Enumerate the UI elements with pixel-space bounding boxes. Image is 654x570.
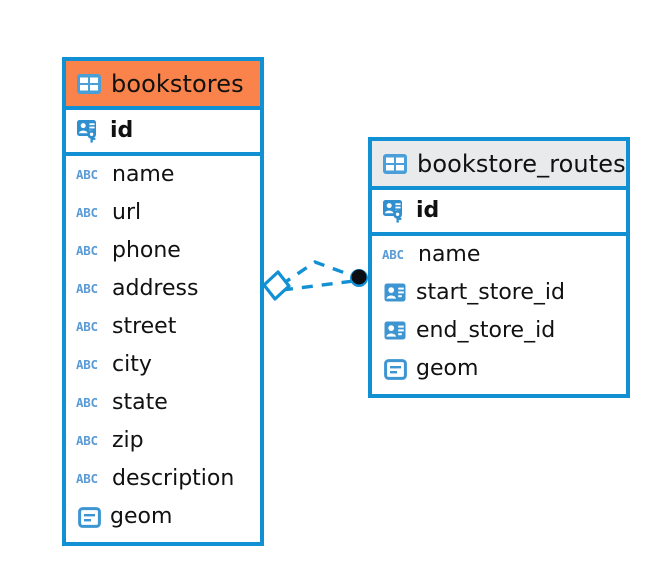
dot-marker bbox=[350, 269, 368, 287]
field-label: phone bbox=[112, 238, 181, 263]
header-divider bbox=[66, 106, 260, 110]
field-row-bookstores-id[interactable]: id bbox=[66, 110, 260, 152]
table-icon bbox=[382, 152, 408, 176]
abc-icon: ABC bbox=[76, 432, 98, 448]
field-label: url bbox=[112, 200, 142, 225]
field-row[interactable]: ABC state bbox=[66, 384, 260, 422]
field-row[interactable]: geom bbox=[66, 498, 260, 536]
relationship-line-upper bbox=[280, 260, 357, 287]
field-label: id bbox=[416, 198, 440, 223]
abc-icon: ABC bbox=[76, 470, 98, 486]
field-label: end_store_id bbox=[416, 318, 556, 343]
diamond-marker bbox=[262, 270, 291, 301]
field-row-bookstore-routes-id[interactable]: id bbox=[372, 190, 626, 232]
field-row[interactable]: geom bbox=[372, 350, 626, 388]
field-row[interactable]: end_store_id bbox=[372, 312, 626, 350]
abc-icon: ABC bbox=[382, 246, 404, 262]
entity-bookstores-header[interactable]: bookstores bbox=[66, 61, 260, 106]
field-row[interactable]: ABC phone bbox=[66, 232, 260, 270]
field-row[interactable]: ABC city bbox=[66, 346, 260, 384]
abc-icon: ABC bbox=[76, 242, 98, 258]
field-row[interactable]: ABC description bbox=[66, 460, 260, 498]
field-label: geom bbox=[110, 504, 173, 529]
field-label: state bbox=[112, 390, 168, 415]
field-label: name bbox=[418, 242, 481, 267]
abc-icon: ABC bbox=[76, 318, 98, 334]
field-row[interactable]: start_store_id bbox=[372, 274, 626, 312]
field-row[interactable]: ABC name bbox=[372, 236, 626, 274]
field-row[interactable]: ABC name bbox=[66, 156, 260, 194]
entity-bookstore-routes-header[interactable]: bookstore_routes bbox=[372, 141, 626, 186]
primary-key-divider bbox=[372, 232, 626, 236]
field-label: address bbox=[112, 276, 199, 301]
table-icon bbox=[76, 72, 102, 96]
field-row[interactable]: ABC url bbox=[66, 194, 260, 232]
abc-icon: ABC bbox=[76, 166, 98, 182]
relationship-line-lower bbox=[281, 279, 355, 292]
field-row[interactable]: ABC street bbox=[66, 308, 260, 346]
foreign-key-icon bbox=[382, 281, 408, 305]
entity-bookstore-routes-title: bookstore_routes bbox=[417, 149, 626, 178]
field-label: city bbox=[112, 352, 152, 377]
field-row[interactable]: ABC zip bbox=[66, 422, 260, 460]
abc-icon: ABC bbox=[76, 356, 98, 372]
field-row[interactable]: ABC address bbox=[66, 270, 260, 308]
header-divider bbox=[372, 186, 626, 190]
field-label: name bbox=[112, 162, 175, 187]
field-label: geom bbox=[416, 356, 479, 381]
entity-bookstores-title: bookstores bbox=[111, 69, 244, 98]
field-label: id bbox=[110, 118, 134, 143]
field-label: zip bbox=[112, 428, 144, 453]
primary-key-icon bbox=[76, 119, 102, 143]
primary-key-icon bbox=[382, 199, 408, 223]
geometry-icon bbox=[76, 505, 102, 529]
abc-icon: ABC bbox=[76, 394, 98, 410]
abc-icon: ABC bbox=[76, 204, 98, 220]
foreign-key-icon bbox=[382, 319, 408, 343]
entity-bookstore-routes[interactable]: bookstore_routes bbox=[368, 137, 630, 398]
abc-icon: ABC bbox=[76, 280, 98, 296]
primary-key-divider bbox=[66, 152, 260, 156]
field-label: description bbox=[112, 466, 235, 491]
entity-bookstores[interactable]: bookstores bbox=[62, 57, 264, 546]
field-label: street bbox=[112, 314, 177, 339]
field-label: start_store_id bbox=[416, 280, 565, 305]
geometry-icon bbox=[382, 357, 408, 381]
